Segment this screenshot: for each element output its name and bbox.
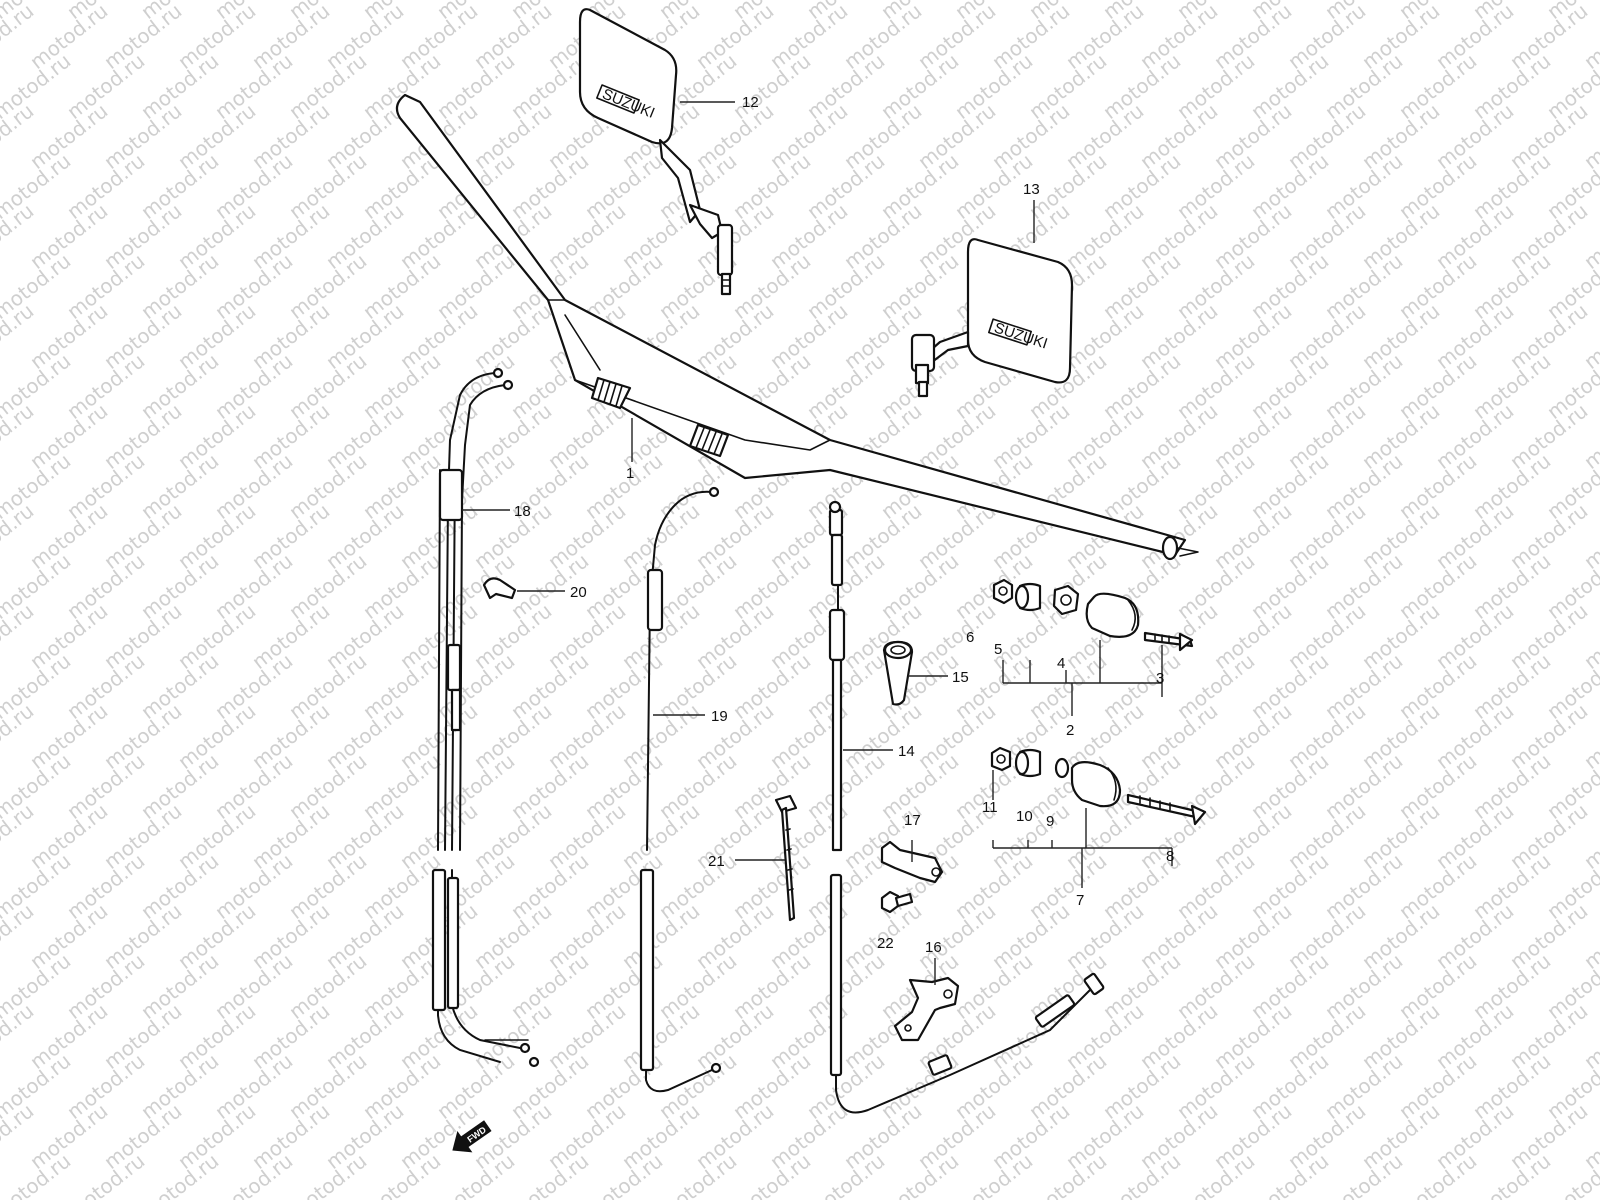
callout-1: 1 xyxy=(626,465,634,482)
callout-22: 22 xyxy=(877,935,894,952)
callout-10: 10 xyxy=(1016,808,1033,825)
choke-cable xyxy=(639,486,722,1093)
bolt xyxy=(880,890,914,914)
handlebar-balancer-set-upper xyxy=(992,578,1194,716)
callout-11: 11 xyxy=(982,799,998,816)
cable-guide-bracket xyxy=(880,840,944,884)
callout-7: 7 xyxy=(1076,892,1084,909)
cable-tie xyxy=(735,794,798,922)
callout-19: 19 xyxy=(711,708,728,725)
callout-numbers: 1 2 3 4 5 6 7 8 9 10 11 12 13 14 15 16 1… xyxy=(514,94,1174,956)
callout-17: 17 xyxy=(904,812,921,829)
handlebar xyxy=(395,93,1199,561)
callout-6: 6 xyxy=(966,629,974,646)
callout-9: 9 xyxy=(1046,813,1054,830)
callout-16: 16 xyxy=(925,939,942,956)
callout-21: 21 xyxy=(708,853,725,870)
callout-18: 18 xyxy=(514,503,531,520)
callout-8: 8 xyxy=(1166,848,1174,865)
callout-5: 5 xyxy=(994,641,1002,658)
handlebar-knurl-left xyxy=(590,376,632,410)
fwd-arrow-icon: FWD xyxy=(452,1120,492,1153)
clutch-cable-bracket xyxy=(893,958,960,1042)
handlebar-balancer-set-lower xyxy=(990,746,1207,888)
watermark-text: motod.ru xyxy=(0,1149,1,1200)
throttle-grip xyxy=(882,640,948,706)
callout-14: 14 xyxy=(898,743,915,760)
callout-15: 15 xyxy=(952,669,969,686)
callout-4: 4 xyxy=(1057,655,1065,672)
callout-3: 3 xyxy=(1156,670,1164,687)
cable-clamp xyxy=(482,577,565,600)
handlebar-knurl-right xyxy=(688,423,730,458)
callout-13: 13 xyxy=(1023,181,1040,198)
throttle-cables xyxy=(431,367,540,1068)
mirror-left: SUZUKI xyxy=(578,8,735,296)
clutch-cable xyxy=(828,500,1105,1114)
mirror-right: SUZUKI xyxy=(910,200,1074,398)
callout-2: 2 xyxy=(1066,722,1074,739)
callout-20: 20 xyxy=(570,584,587,601)
callout-12: 12 xyxy=(742,94,759,111)
